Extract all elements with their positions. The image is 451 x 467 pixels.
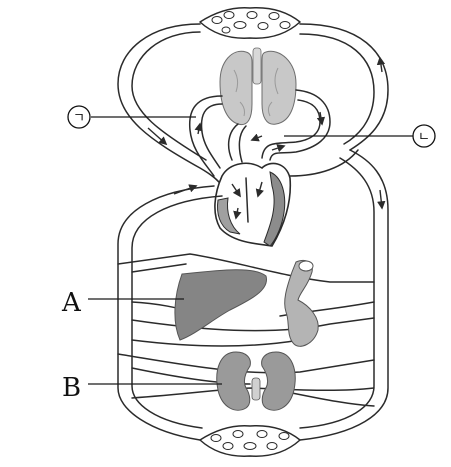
- label-giyeok-text: ㄱ: [73, 111, 85, 126]
- liver: [174, 269, 267, 341]
- lower-capillary-bed: [199, 425, 301, 457]
- kidneys: [216, 351, 296, 411]
- label-A: A: [61, 288, 184, 318]
- upper-body-circulation: [117, 23, 389, 187]
- label-nieun-text: ㄴ: [418, 130, 430, 145]
- label-A-text: A: [61, 288, 82, 318]
- lower-body-circulation: [117, 149, 389, 441]
- label-nieun: ㄴ: [284, 124, 436, 148]
- stomach-intestine: [284, 259, 319, 347]
- heart: [214, 162, 292, 247]
- label-B: B: [62, 373, 222, 403]
- label-giyeok: ㄱ: [67, 105, 196, 129]
- label-B-text: B: [62, 373, 81, 403]
- pulmonary-circulation: [188, 89, 331, 177]
- upper-capillary-bed: [199, 7, 301, 39]
- lungs: [219, 47, 297, 126]
